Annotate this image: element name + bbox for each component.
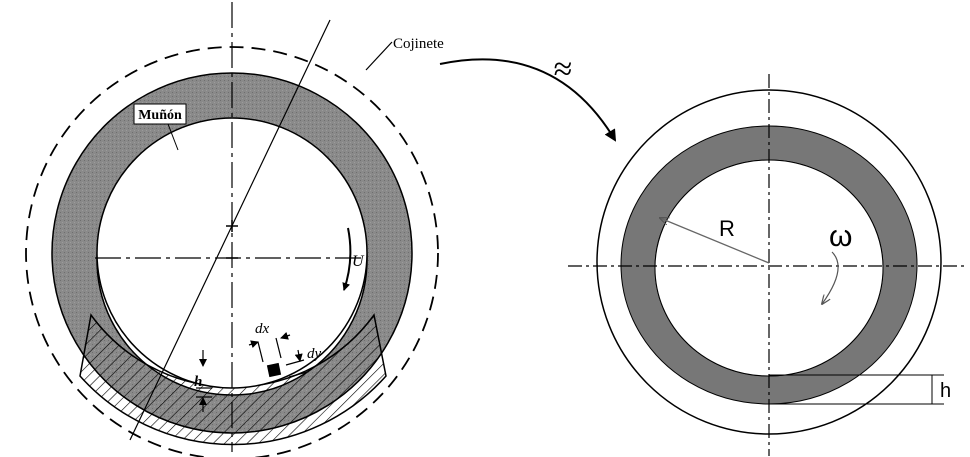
film-thickness-h-label-right: h: [940, 380, 951, 402]
radius-r-label: R: [719, 216, 735, 241]
munon-leader-line: [167, 123, 179, 151]
center-cross-mark: [226, 220, 238, 259]
fluid-element-square: [266, 362, 282, 378]
dy-label: dy: [307, 346, 322, 362]
omega-label: ω: [829, 220, 852, 253]
film-thickness-h-label-left: h: [194, 374, 202, 390]
munon-label-box: [133, 103, 187, 125]
h-dimension-arrows-left: [196, 350, 212, 412]
radius-arrow: [660, 218, 770, 264]
rotation-omega-arrow: [822, 251, 839, 304]
velocity-u-arrow: [342, 227, 352, 291]
right-simplified-bearing-figure: R ω h: [568, 74, 968, 456]
approx-symbol: ≈: [554, 51, 573, 88]
munon-label: Muñón: [138, 108, 182, 123]
left-slanted-line: [129, 19, 331, 441]
left-journal-bearing-figure: Cojinete Muñón U dx dy h: [25, 2, 444, 457]
cojinete-leader-line: [365, 41, 393, 71]
figure-connector-arrow: [439, 58, 617, 142]
velocity-u-label: U: [352, 253, 365, 270]
cojinete-label: Cojinete: [393, 36, 444, 52]
dx-label: dx: [255, 321, 270, 337]
dx-dimension-marks: [248, 331, 291, 363]
dy-dimension-marks: [285, 349, 308, 378]
oil-film-hatched-sector: [79, 313, 387, 446]
